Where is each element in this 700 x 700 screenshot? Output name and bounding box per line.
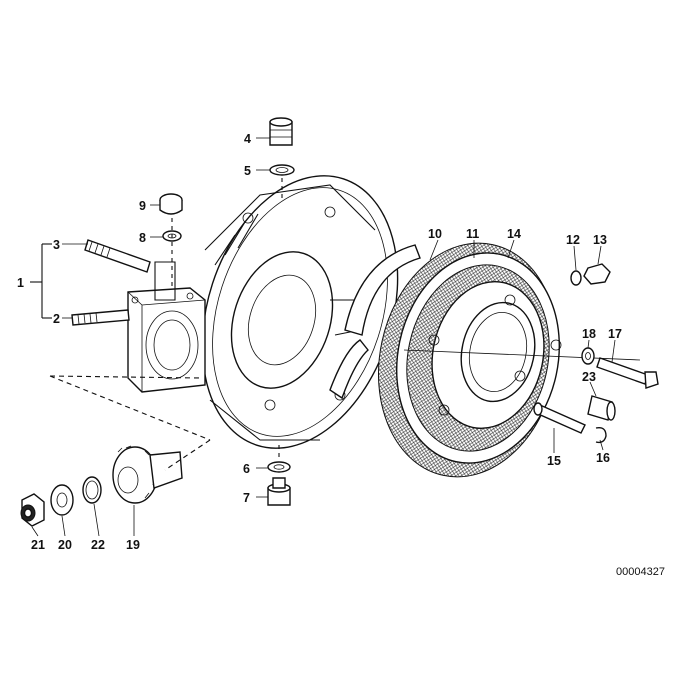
callout-12: 12: [566, 233, 580, 247]
washer-20: [50, 484, 74, 516]
crown-pinion-19: [112, 445, 183, 504]
callout-18: 18: [582, 327, 596, 341]
callout-4: 4: [244, 132, 251, 146]
mounting-flange: [127, 261, 206, 393]
washer-18: [581, 347, 595, 365]
callout-1: 1: [17, 276, 24, 290]
brake-drum-hub: [377, 242, 641, 478]
callout-21: 21: [31, 538, 45, 552]
callout-bracket-1: [30, 243, 52, 319]
callout-2: 2: [53, 312, 60, 326]
brake-shoe-10: [329, 244, 421, 400]
callout-19: 19: [126, 538, 140, 552]
circlip-16: [595, 426, 607, 444]
callout-17: 17: [608, 327, 622, 341]
breather-plug-4: [269, 117, 293, 146]
nut-13: [583, 263, 611, 285]
sealing-ring-5: [269, 164, 295, 176]
callout-11: 11: [466, 227, 479, 241]
callout-3: 3: [53, 238, 60, 252]
washer-12: [570, 270, 582, 286]
callout-7: 7: [243, 491, 250, 505]
spacer-ring-22: [82, 476, 102, 504]
leader-lines: [31, 137, 616, 537]
assembly-guide-lines: [49, 178, 283, 471]
callout-6: 6: [243, 462, 250, 476]
callout-10: 10: [428, 227, 442, 241]
spacer-sleeve-23: [587, 395, 616, 421]
callout-23: 23: [582, 370, 596, 384]
callout-20: 20: [58, 538, 72, 552]
stud-bolt-3: [84, 239, 151, 273]
callout-5: 5: [244, 164, 251, 178]
callout-13: 13: [593, 233, 607, 247]
callout-8: 8: [139, 231, 146, 245]
callout-9: 9: [139, 199, 146, 213]
callout-16: 16: [596, 451, 610, 465]
hex-nut-21: [20, 493, 45, 527]
callout-labels: 1 2 3 4 5 6 7 8 9 10 11 12 13 14 15 16 1…: [17, 132, 622, 552]
drain-plug-7: [267, 477, 291, 506]
callout-15: 15: [547, 454, 561, 468]
stud-bolt-2: [71, 309, 130, 326]
hex-bolt-17: [596, 357, 659, 389]
sealing-ring-6: [267, 461, 291, 473]
pin-15: [533, 402, 586, 434]
filler-plug-9: [159, 193, 183, 215]
diagram-reference-number: 00004327: [616, 566, 665, 578]
callout-22: 22: [91, 538, 105, 552]
callout-14: 14: [507, 227, 521, 241]
